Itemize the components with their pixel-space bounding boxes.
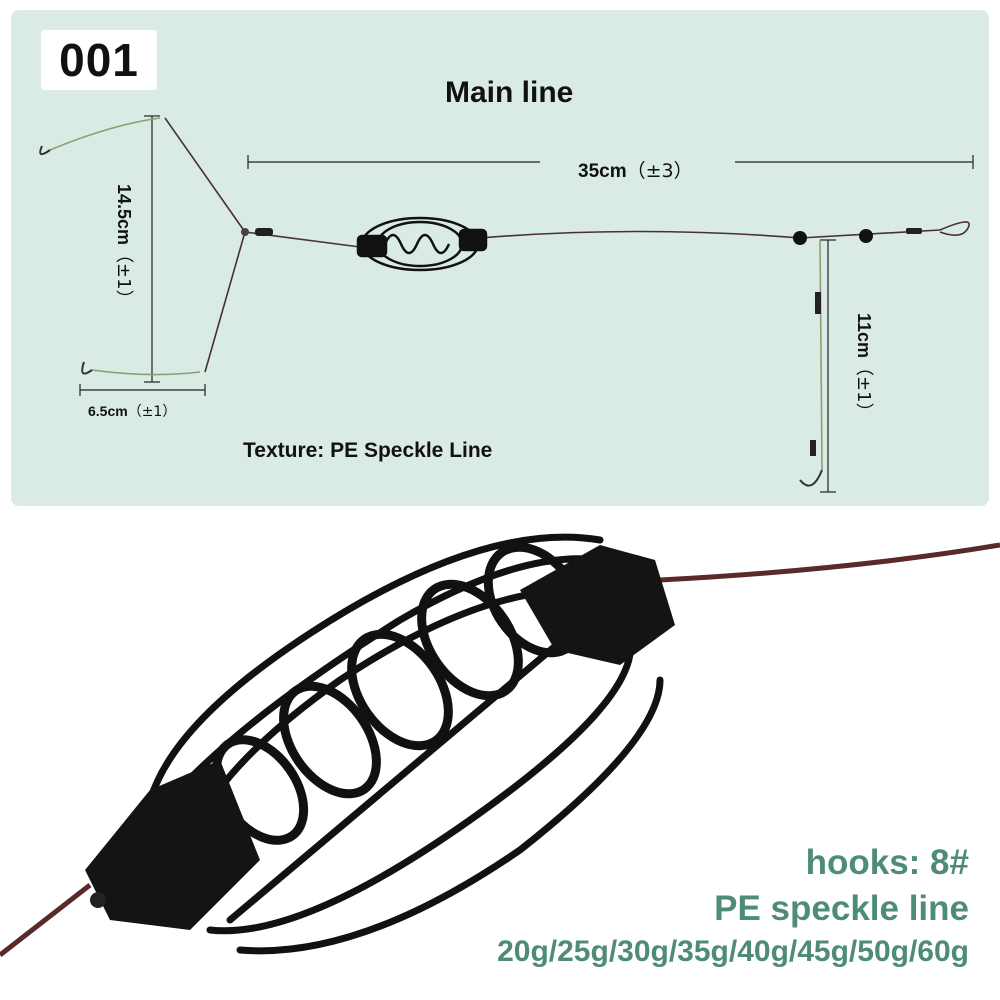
rig-lines	[49, 117, 970, 471]
hook-spread: 6.5cm	[88, 403, 128, 419]
hook-icon	[39, 145, 823, 487]
feeder-cage-large-icon	[0, 533, 1000, 957]
spec-line: PE speckle line	[714, 889, 969, 928]
texture-label: Texture: PE Speckle Line	[243, 439, 493, 462]
branch-length: 14.5cm	[114, 184, 134, 246]
dropper-tolerance: （±1）	[853, 358, 874, 421]
product-code-badge: 001	[41, 30, 157, 90]
spec-hooks: hooks: 8#	[805, 843, 969, 882]
hook-spread-label: 6.5cm（±1）	[88, 401, 176, 421]
dropper-length: 11cm	[854, 313, 874, 359]
dropper-length-label: 11cm（±1）	[852, 313, 878, 421]
branch-tolerance: （±1）	[113, 245, 134, 308]
main-line-label: Main line	[445, 76, 574, 109]
main-line-length-label: 35cm（±3）	[578, 156, 693, 183]
feeder-cage-small-icon	[356, 216, 488, 272]
branch-length-label: 14.5cm（±1）	[112, 184, 138, 308]
spec-block: hooks: 8# PE speckle line 20g/25g/30g/35…	[497, 840, 969, 972]
swivel-icon	[241, 228, 922, 456]
spec-weights: 20g/25g/30g/35g/40g/45g/50g/60g	[497, 935, 969, 968]
diagram-panel	[11, 10, 989, 506]
main-line-tolerance: （±3）	[626, 160, 693, 182]
dimension-lines	[79, 115, 974, 493]
hook-spread-tolerance: （±1）	[127, 404, 177, 420]
main-line-length: 35cm	[578, 161, 627, 182]
